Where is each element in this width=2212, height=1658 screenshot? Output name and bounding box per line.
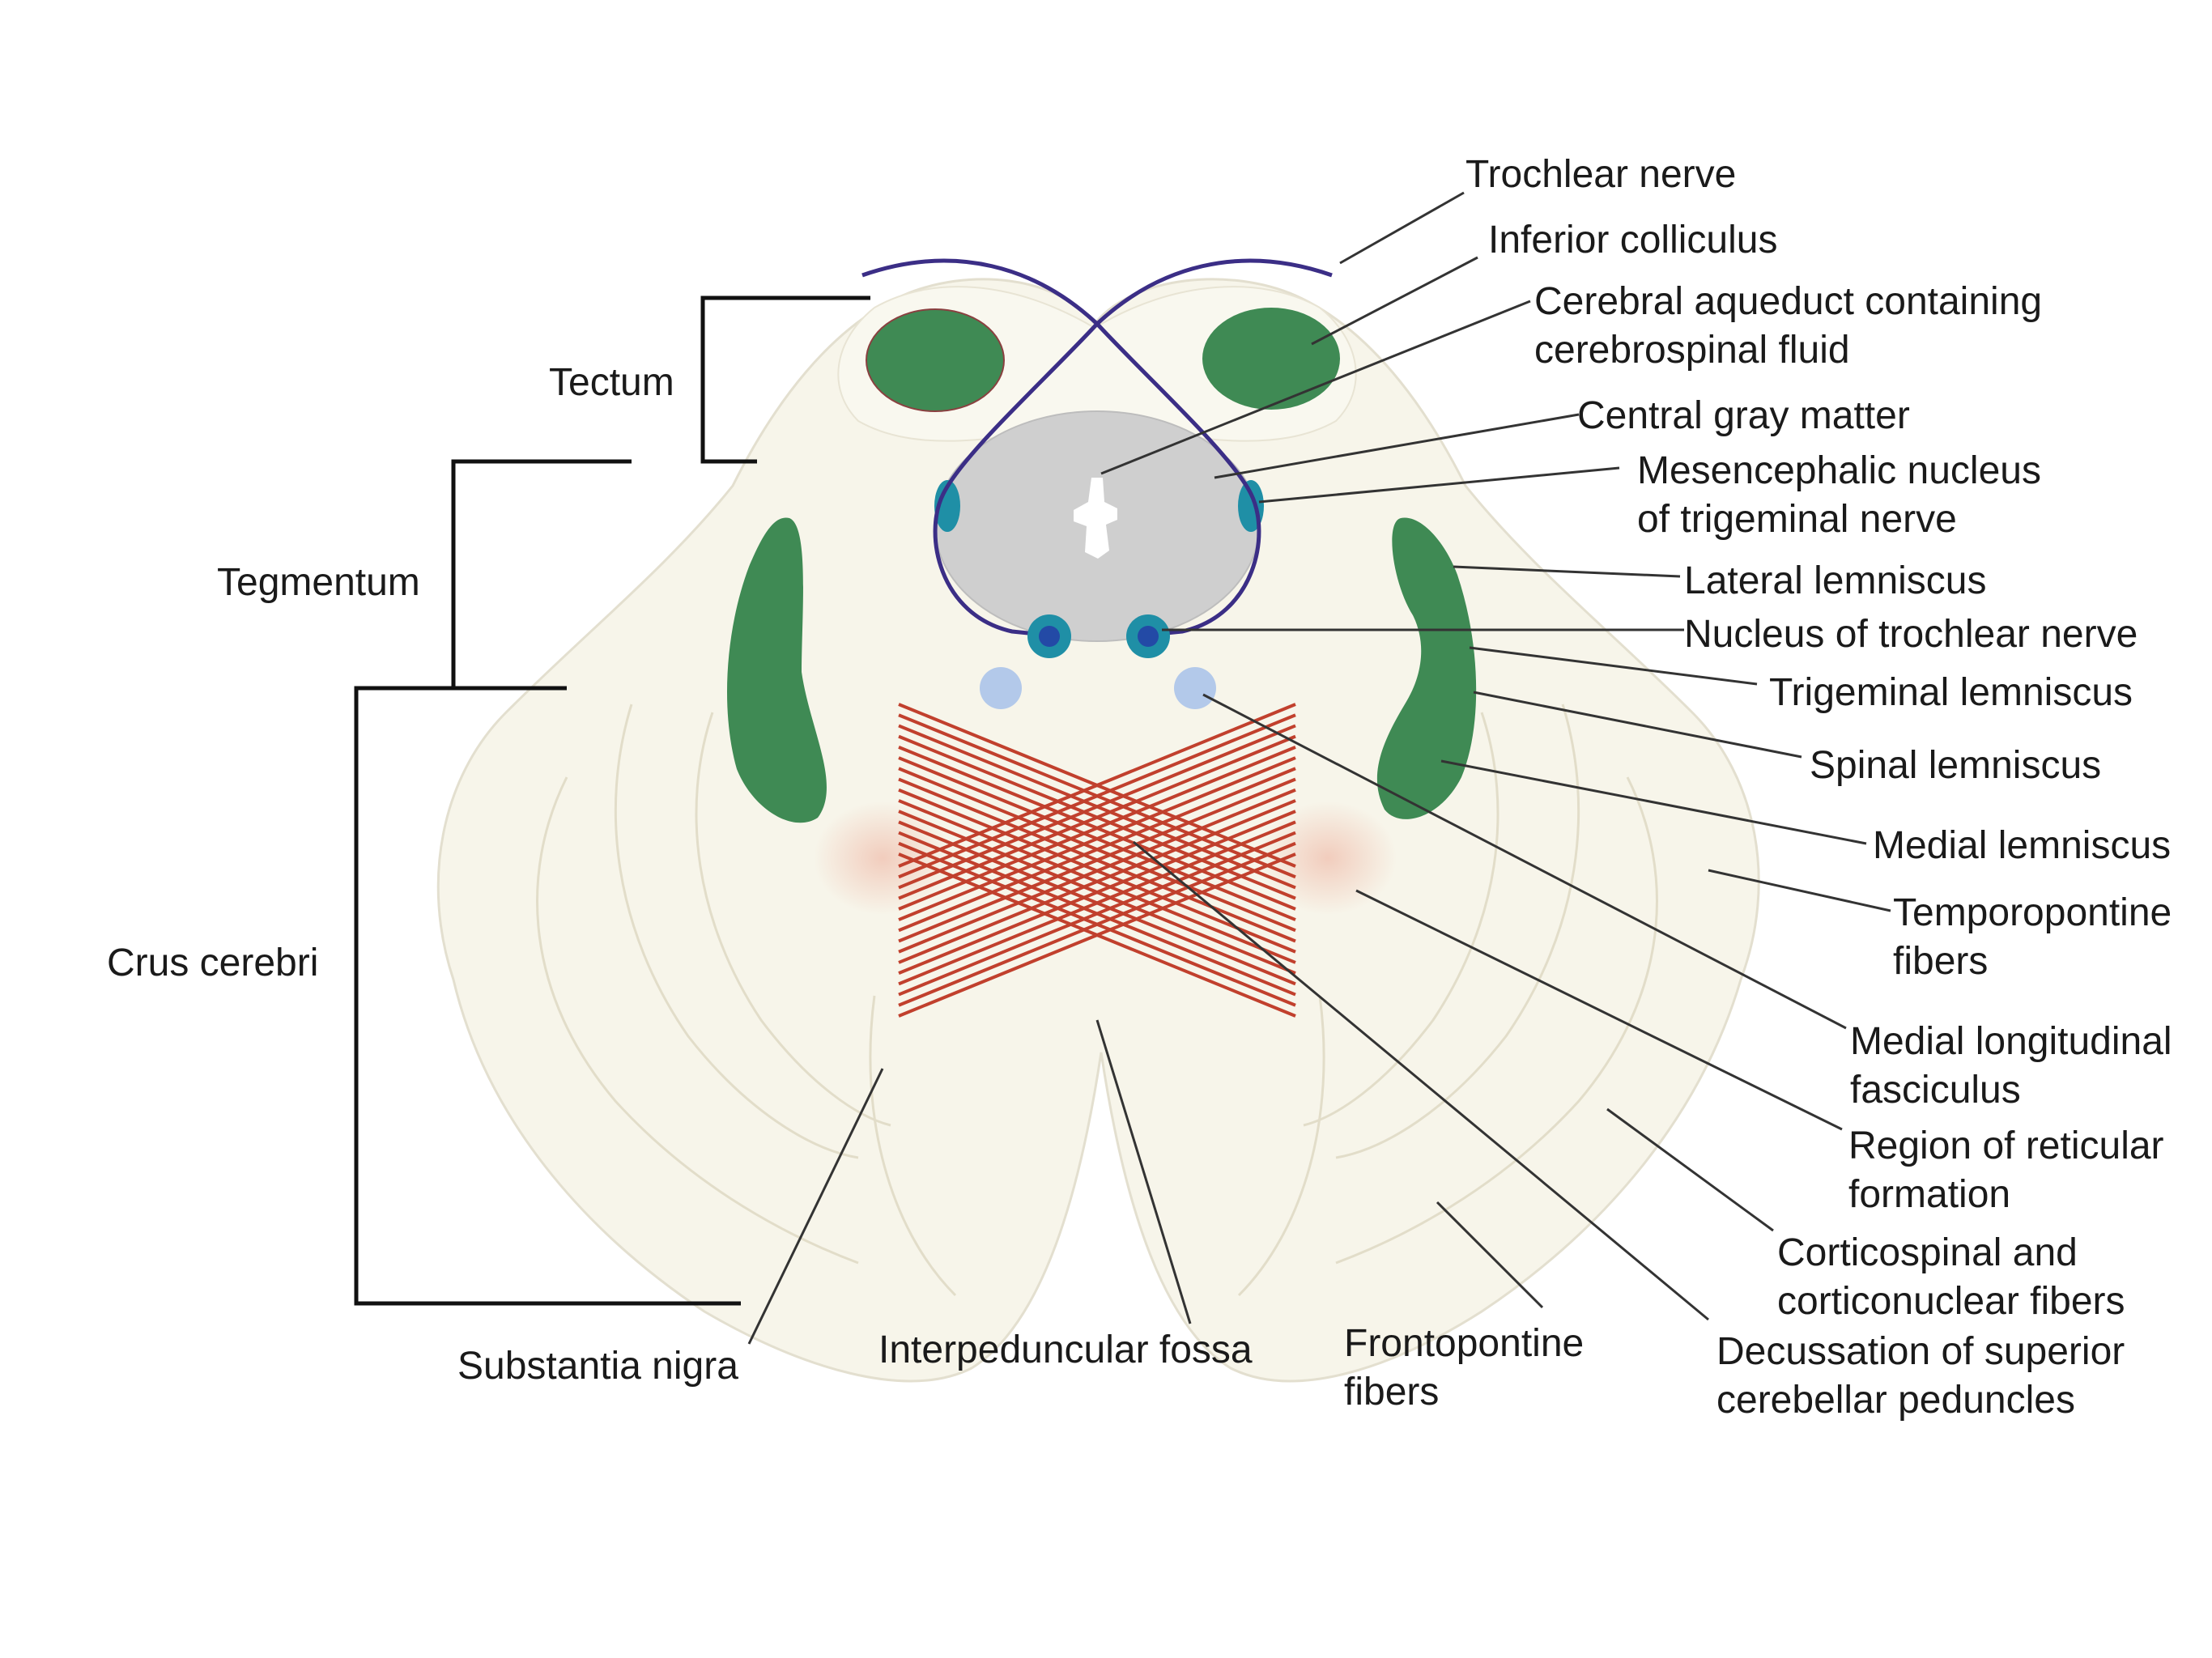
decussation-fiber [898,852,1296,1018]
leader-interpeduncular [1095,1019,1192,1324]
label-nucleus-trochlear: Nucleus of trochlear nerve [1684,613,2138,656]
label-frontopontine-line2: fibers [1344,1371,1440,1414]
decussation-fiber [898,810,1296,975]
label-trochlear-nerve: Trochlear nerve [1465,153,1737,196]
leader-trigeminal-lemniscus [1469,646,1758,686]
leader-decussation [1133,840,1709,1321]
label-cerebral-aqueduct-line2: cerebrospinal fluid [1534,329,1850,372]
label-crus-cerebri: Crus cerebri [107,942,319,984]
decussation-fiber [898,767,1296,933]
label-interpeduncular: Interpeduncular fossa [878,1329,1253,1371]
label-decussation: Decussation of superior cerebellar pedun… [1716,1328,2125,1425]
mesencephalic-nucleus-left [934,480,960,532]
label-corticospinal-line2: corticonuclear fibers [1777,1280,2125,1323]
leader-medial-lemniscus [1440,759,1867,845]
decussation-fiber [898,841,1296,1007]
trochlear-nucleus-left-core [1039,626,1060,647]
tectum-bracket [700,295,870,464]
label-lateral-lemniscus: Lateral lemniscus [1684,559,1987,602]
leader-inferior-colliculus [1311,256,1478,346]
label-decussation-line2: cerebellar peduncles [1716,1379,2075,1422]
label-cerebral-aqueduct: Cerebral aqueduct containing cerebrospin… [1534,278,2042,375]
leader-spinal-lemniscus [1473,691,1802,759]
leader-frontopontine [1436,1201,1544,1309]
label-mlf-line1: Medial longitudinal [1850,1020,2172,1063]
label-tegmentum: Tegmentum [217,561,420,604]
label-spinal-lemniscus: Spinal lemniscus [1810,744,2102,787]
label-reticular: Region of reticular formation [1848,1122,2164,1219]
trochlear-nerve-path [861,258,1333,638]
leader-lines [747,191,1891,1345]
label-reticular-line1: Region of reticular [1848,1124,2164,1167]
leader-mlf [1202,693,1847,1030]
label-reticular-line2: formation [1848,1173,2011,1216]
mlf-right [1174,667,1216,709]
label-central-gray: Central gray matter [1577,394,1910,437]
leader-corticospinal [1606,1107,1774,1232]
inferior-colliculus-left [866,308,1005,412]
fiber-contours [536,704,1658,1297]
tegmentum-bracket [451,459,632,691]
leader-cerebral-aqueduct [1100,300,1531,475]
lemniscus-right [1376,517,1477,819]
leader-trochlear-nerve [1339,191,1465,265]
trochlear-nucleus-right-core [1138,626,1159,647]
decussation-fiber [898,756,1296,921]
label-medial-lemniscus: Medial lemniscus [1873,824,2172,867]
label-tectum: Tectum [549,361,674,404]
decussation-fiber [898,788,1296,954]
lemniscus-left [727,517,827,823]
label-temporopontine-line1: Temporopontine [1893,891,2172,934]
label-mesencephalic: Mesencephalic nucleus of trigeminal nerv… [1637,447,2041,544]
decussation-fiber [898,820,1296,986]
label-frontopontine-line1: Frontopontine [1344,1322,1585,1365]
label-cerebral-aqueduct-line1: Cerebral aqueduct containing [1534,280,2043,323]
crus-cerebri-bracket [354,686,741,1306]
label-trigeminal-lemniscus: Trigeminal lemniscus [1769,671,2133,714]
label-temporopontine-line2: fibers [1893,940,1989,983]
leader-temporopontine [1708,869,1891,912]
label-corticospinal: Corticospinal and corticonuclear fibers [1777,1229,2125,1326]
decussation-fiber [898,799,1296,964]
decussation-fiber [898,831,1296,997]
label-temporopontine: Temporopontine fibers [1893,889,2172,986]
decussation-fiber [898,777,1296,943]
leader-central-gray [1214,413,1580,479]
decussation-crosshatch [898,703,1296,1018]
label-mesencephalic-line2: of trigeminal nerve [1637,498,1957,541]
label-inferior-colliculus: Inferior colliculus [1488,219,1778,261]
inferior-colliculus-right [1202,308,1340,410]
label-decussation-line1: Decussation of superior [1716,1330,2125,1373]
label-substantia-nigra: Substantia nigra [457,1345,738,1388]
leader-lateral-lemniscus [1453,565,1681,578]
label-mesencephalic-line1: Mesencephalic nucleus [1637,449,2041,492]
label-corticospinal-line1: Corticospinal and [1777,1231,2078,1274]
label-mlf: Medial longitudinal fasciculus [1850,1018,2172,1115]
leader-mesencephalic [1258,466,1620,504]
brackets [354,295,870,1306]
label-mlf-line2: fasciculus [1850,1069,2021,1112]
leader-reticular [1355,889,1843,1131]
cerebral-aqueduct [1074,478,1117,559]
mlf-left [980,667,1022,709]
label-frontopontine: Frontopontine fibers [1344,1320,1584,1417]
leader-substantia-nigra [747,1068,884,1345]
